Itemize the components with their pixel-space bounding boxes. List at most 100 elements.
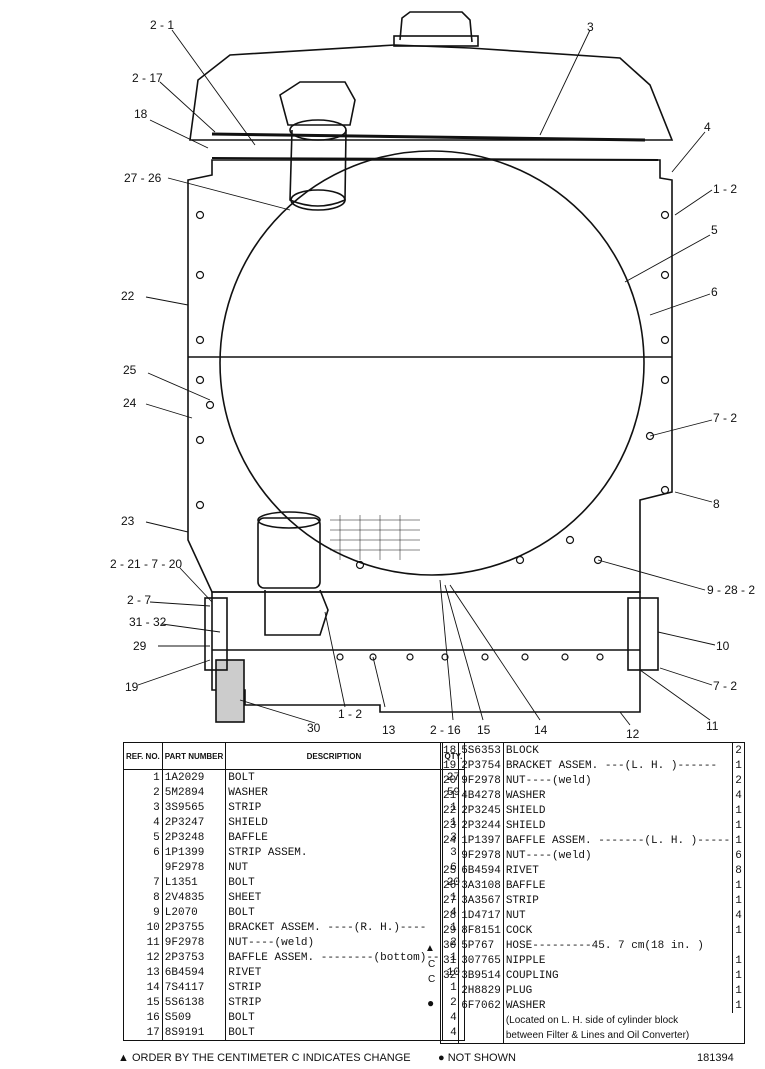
part-number-cell: 307765 (458, 953, 504, 968)
part-number-cell: 2P3753 (162, 950, 227, 965)
ref-cell: 28 (440, 908, 460, 923)
radiator-exploded-drawing: 2 - 1 3 2 - 17 18 4 27 - 26 1 - 2 5 22 6… (110, 11, 755, 740)
ref-cell: 25 (440, 863, 460, 878)
description-cell: BOLT (225, 769, 443, 785)
description-cell: SHIELD (503, 803, 734, 818)
bottom-tank (211, 591, 641, 713)
ref-cell: 1 (123, 769, 163, 785)
part-number-cell: 2P3754 (458, 758, 504, 773)
part-number-cell: 6F7062 (458, 998, 504, 1013)
ref-cell: 20 (440, 773, 460, 788)
qty-cell: 1 (735, 804, 742, 817)
description-cell: BLOCK (503, 742, 734, 758)
description-cell: NUT----(weld) (225, 935, 443, 950)
qty-cell: 1 (735, 759, 742, 772)
part-number-cell: 9F2978 (458, 848, 504, 863)
callout-label: 10 (716, 639, 730, 653)
description-cell: WASHER (503, 788, 734, 803)
description-cell: BOLT (225, 1010, 443, 1025)
ref-cell: 14 (123, 980, 163, 995)
description-cell: BRACKET ASSEM. ----(R. H.)---- (225, 920, 443, 935)
callout-label: 30 (307, 721, 321, 735)
footer-legend-left: ▲ ORDER BY THE CENTIMETER C INDICATES CH… (118, 1052, 411, 1064)
ref-cell: 13 (123, 965, 163, 980)
description-cell: BAFFLE (225, 830, 443, 845)
callout-label: 11 (706, 719, 719, 733)
qty-cell (733, 938, 745, 953)
description-cell: COCK (503, 923, 734, 938)
qty-cell: 1 (735, 834, 742, 847)
callout-label: 23 (121, 514, 135, 528)
callout-label: 6 (711, 285, 718, 299)
ref-cell: 11 (123, 935, 163, 950)
table-row: between Filter & Lines and Oil Converter… (440, 1028, 745, 1044)
description-cell: BOLT (225, 1025, 443, 1041)
ref-cell: 10 (123, 920, 163, 935)
part-number-cell: 3A3567 (458, 893, 504, 908)
part-number-cell: 3B9514 (458, 968, 504, 983)
qty-cell: 1 (735, 954, 742, 967)
description-cell: BAFFLE ASSEM. -------(L. H. )----- (503, 833, 734, 848)
description-cell: STRIP (503, 893, 734, 908)
part-number-cell: 5S6353 (458, 742, 504, 758)
qty-cell: 1 (735, 999, 742, 1012)
part-number-cell: 2V4835 (162, 890, 227, 905)
top-tank (189, 44, 674, 141)
description-cell: WASHER (503, 998, 734, 1013)
ref-cell: 17 (123, 1025, 163, 1041)
ref-cell: 6 (123, 845, 163, 860)
ref-cell: 23 (440, 818, 460, 833)
callout-label: 1 - 2 (713, 182, 737, 196)
part-number-cell: 9F2978 (458, 773, 504, 788)
callout-label: 25 (123, 363, 137, 377)
ref-cell (440, 998, 460, 1013)
description-cell: BAFFLE (503, 878, 734, 893)
footer-legend-not-shown: ● NOT SHOWN (438, 1052, 516, 1064)
description-cell: STRIP (225, 995, 443, 1010)
callout-label: 2 - 1 (150, 18, 174, 32)
callout-label: 19 (125, 680, 139, 694)
description-cell: SHEET (225, 890, 443, 905)
ref-cell: 31 (440, 953, 460, 968)
callout-label: 8 (713, 497, 720, 511)
figure-number: 181394 (697, 1052, 734, 1064)
qty-cell: 4 (735, 789, 742, 802)
qty-cell: 4 (735, 909, 742, 922)
callout-label: 4 (704, 120, 711, 134)
description-cell: BAFFLE ASSEM. --------(bottom)-- (225, 950, 443, 965)
callout-label: 31 - 32 (129, 615, 167, 629)
ref-cell (123, 860, 163, 875)
ref-cell: 3 (123, 800, 163, 815)
description-cell: SHIELD (503, 818, 734, 833)
part-number-cell: 6B4594 (458, 863, 504, 878)
outlet-filter (257, 517, 321, 589)
ref-cell: 19 (440, 758, 460, 773)
qty-cell: 1 (735, 984, 742, 997)
part-number-cell: 1P1397 (458, 833, 504, 848)
part-number-cell: 2P3247 (162, 815, 227, 830)
qty-cell: 1 (735, 924, 742, 937)
bracket-right (627, 597, 659, 671)
